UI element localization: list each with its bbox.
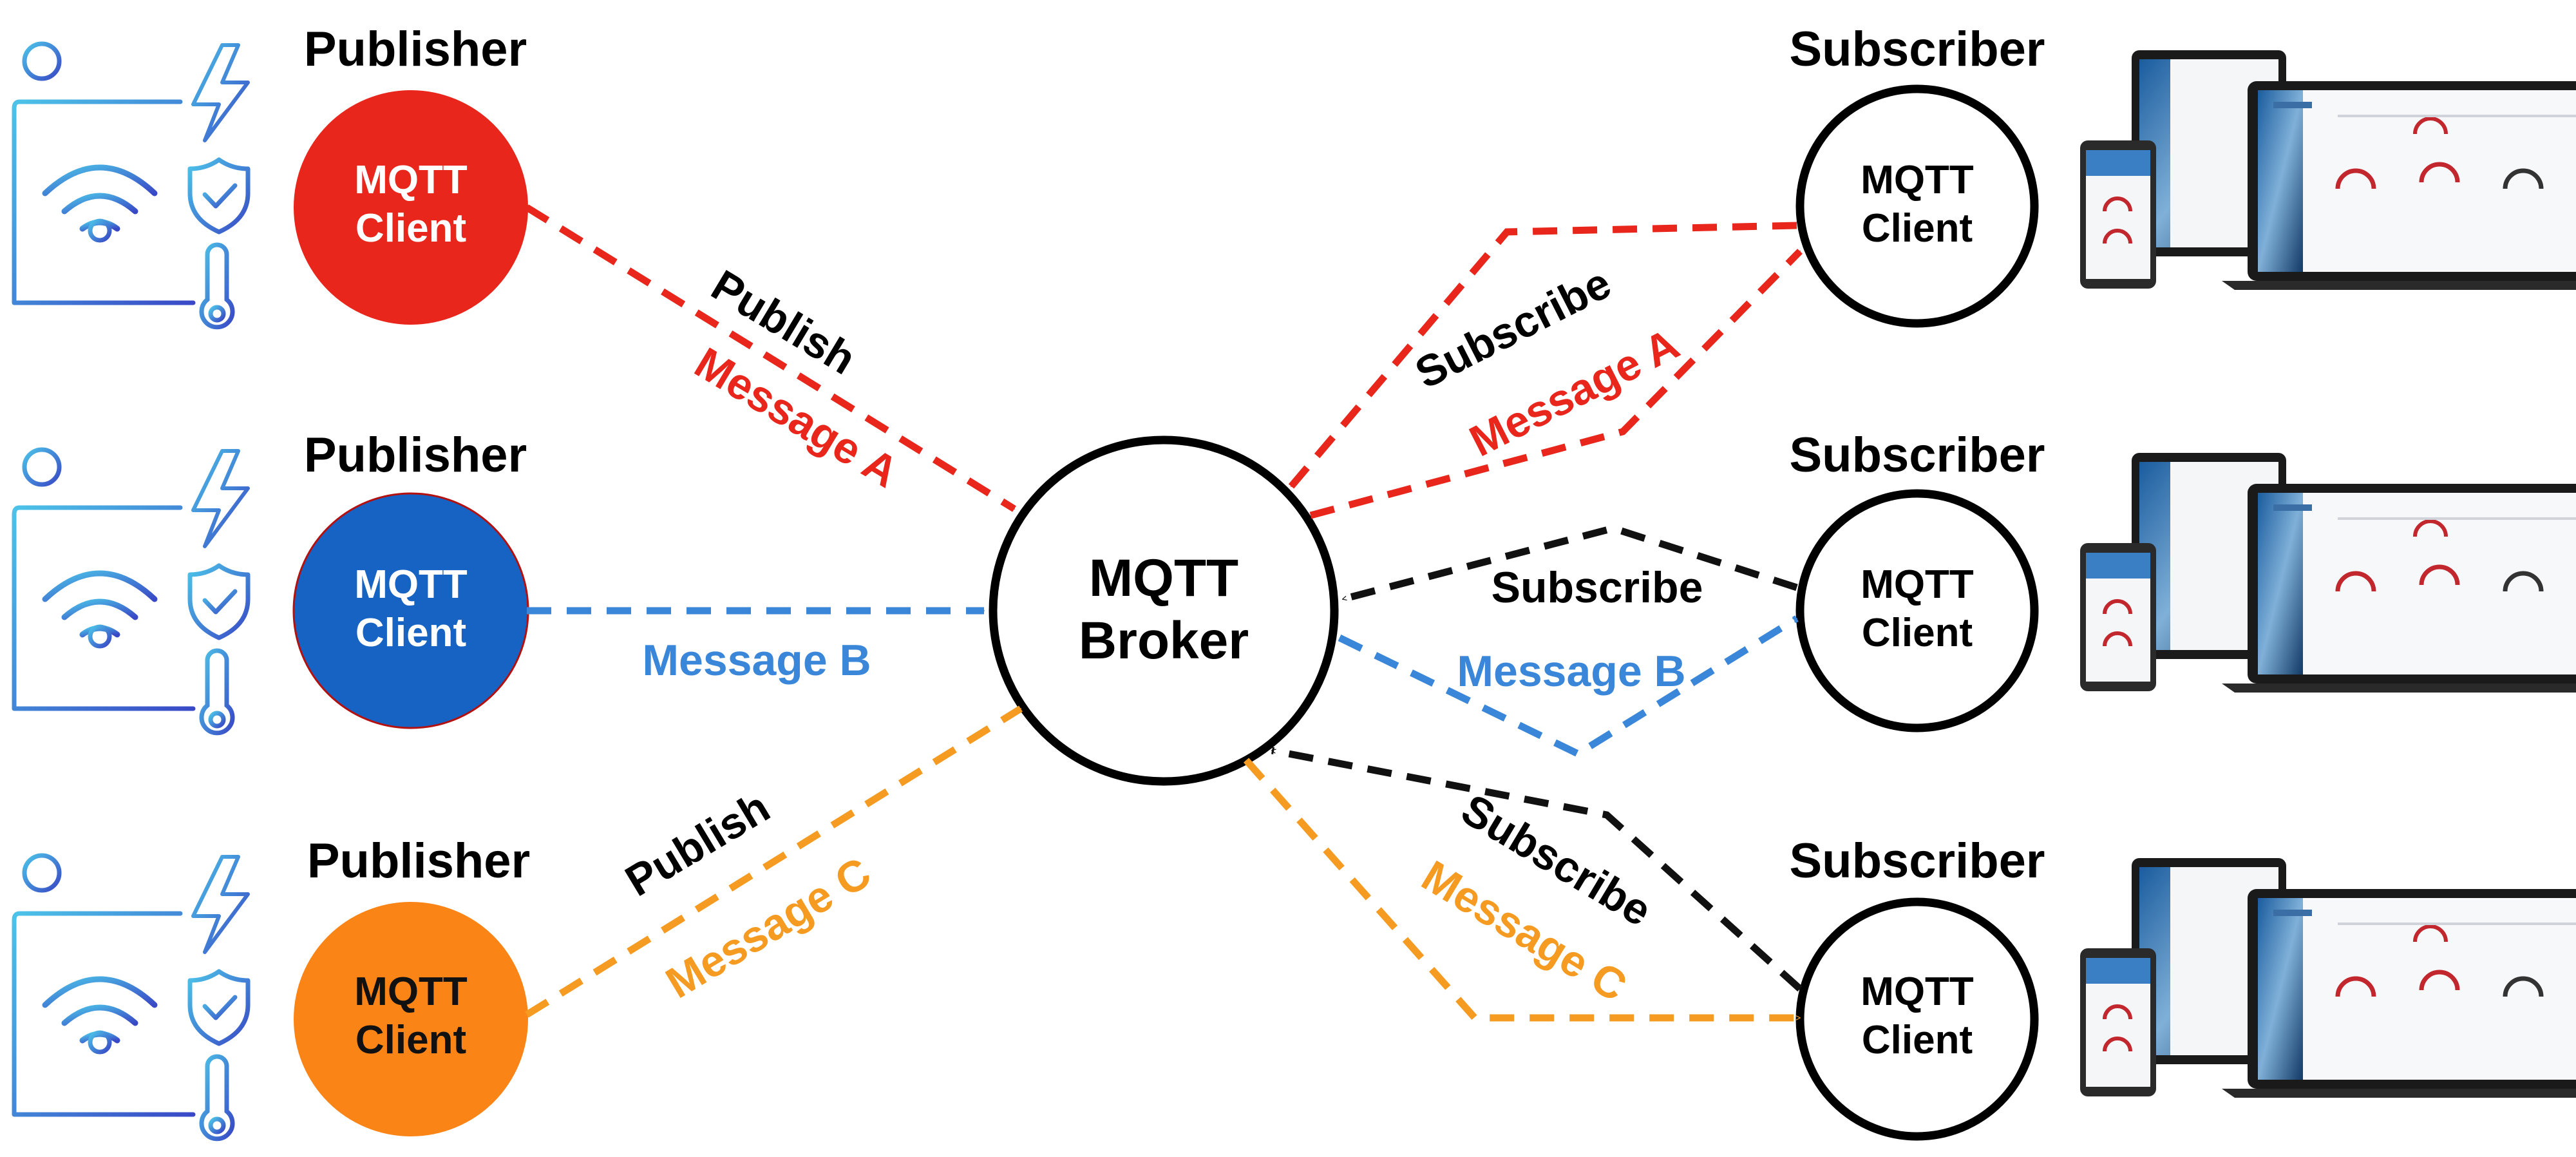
- broker: MQTT Broker: [989, 435, 1339, 786]
- label-publish-c: Publish: [617, 782, 778, 906]
- subscriber-heading: Subscriber: [1789, 428, 2045, 483]
- label-message-a-pub: Message A: [687, 338, 907, 497]
- broker-node: [989, 435, 1339, 786]
- subscriber-heading: Subscriber: [1789, 22, 2045, 77]
- edge-delivery-message-b: [1338, 615, 1799, 758]
- subscriber-3: Subscriber MQTT Client: [1789, 834, 2045, 1141]
- broker-label-line2: Broker: [1079, 611, 1249, 670]
- node-label-line2: Client: [355, 611, 466, 655]
- publisher-2: Publisher MQTT Client: [292, 428, 529, 729]
- publisher-1: Publisher MQTT Client: [294, 22, 528, 325]
- device-dashboard-icon: [2080, 50, 2576, 290]
- label-subscribe-2: Subscribe: [1492, 563, 1703, 612]
- node-label-line1: MQTT: [354, 158, 468, 202]
- iot-device-3: [12, 853, 251, 1142]
- node-label-line1: MQTT: [1861, 562, 1974, 607]
- edge-delivery-message-c: [1243, 758, 1800, 1022]
- publisher-3: Publisher MQTT Client: [294, 834, 530, 1136]
- publisher-node: [294, 902, 528, 1136]
- edge-subscribe-2: [1343, 524, 1798, 603]
- edge-publish-message-a: [525, 204, 1016, 512]
- shield-check-icon: [187, 157, 251, 234]
- node-label-line1: MQTT: [1861, 970, 1974, 1014]
- subscriber-node: [1795, 84, 2039, 328]
- wifi-icon: [42, 164, 158, 243]
- publisher-node: [294, 90, 528, 325]
- node-label-line1: MQTT: [354, 562, 468, 607]
- wifi-icon: [42, 570, 158, 649]
- lightning-icon: [191, 449, 250, 548]
- node-label-line2: Client: [1862, 206, 1973, 251]
- node-label-line2: Client: [355, 1018, 466, 1062]
- shield-check-icon: [187, 563, 251, 640]
- edge-subscribe-3: [1272, 747, 1803, 992]
- thermometer-icon: [199, 1054, 240, 1142]
- node-label-line2: Client: [355, 206, 466, 251]
- label-message-b-sub: Message B: [1457, 647, 1685, 696]
- subscriber-2: Subscriber MQTT Client: [1789, 428, 2045, 732]
- label-message-b-pub: Message B: [642, 636, 871, 685]
- node-label-line2: Client: [1862, 1018, 1973, 1062]
- publisher-heading: Publisher: [304, 428, 527, 483]
- edge-delivery-message-a: [1309, 249, 1803, 519]
- thermometer-icon: [199, 242, 240, 330]
- edge-subscribe-1: [1288, 222, 1797, 489]
- subscriber-heading: Subscriber: [1789, 834, 2045, 888]
- edge-publish-message-c: [525, 705, 1023, 1018]
- node-label-line1: MQTT: [1861, 158, 1974, 202]
- device-dashboard-icon: [2080, 453, 2576, 693]
- wifi-icon: [42, 976, 158, 1055]
- lightning-icon: [191, 855, 250, 954]
- device-dashboard-icon: [2080, 858, 2576, 1098]
- broker-label-line1: MQTT: [1089, 549, 1238, 607]
- lightning-icon: [191, 43, 250, 142]
- node-label-line2: Client: [1862, 611, 1973, 655]
- subscriber-node: [1795, 489, 2039, 732]
- iot-device-1: [12, 41, 251, 330]
- iot-device-2: [12, 447, 251, 736]
- node-label-line1: MQTT: [354, 970, 468, 1014]
- subscriber-1: Subscriber MQTT Client: [1789, 22, 2045, 328]
- shield-check-icon: [187, 969, 251, 1046]
- iot-device-panel: [12, 41, 196, 305]
- thermometer-icon: [199, 648, 240, 736]
- publisher-heading: Publisher: [304, 22, 527, 77]
- publisher-heading: Publisher: [307, 834, 530, 888]
